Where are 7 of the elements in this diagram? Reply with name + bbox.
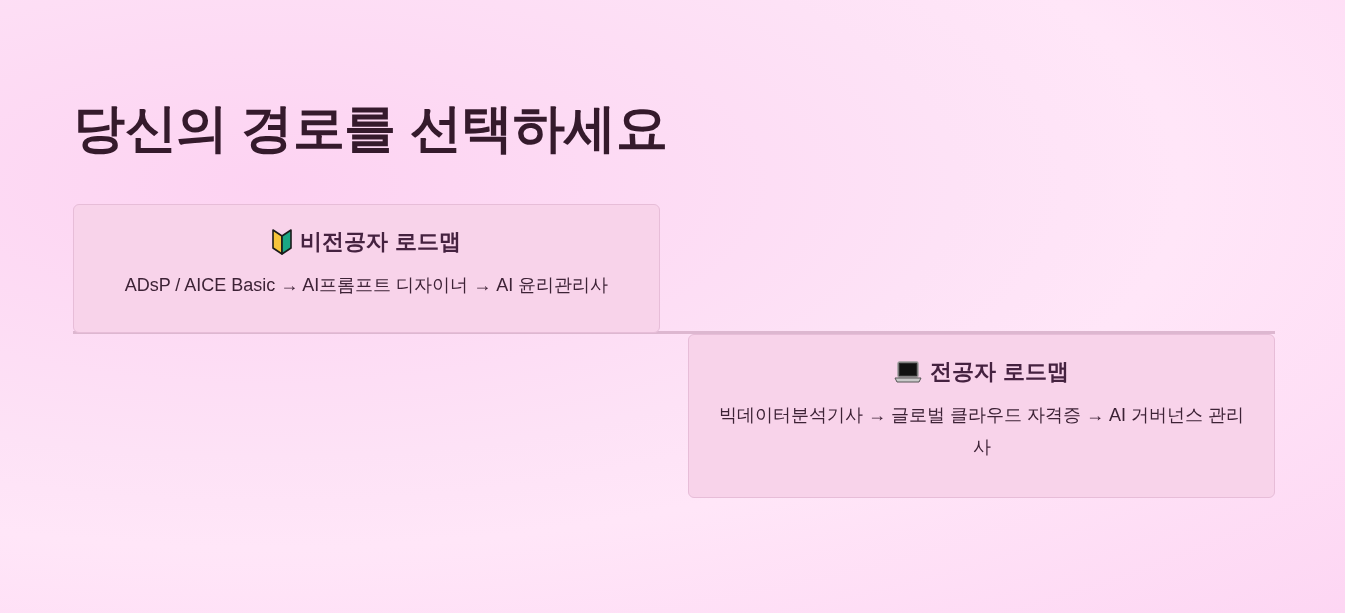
page-title: 당신의 경로를 선택하세요 bbox=[73, 98, 668, 159]
card-heading: 비전공자 로드맵 bbox=[300, 228, 461, 256]
roadmap-steps-text: ADsP / AICE Basic → AI프롬프트 디자이너 → AI 윤리관리사 bbox=[123, 274, 610, 297]
roadmap-steps-text: 빅데이터분석기사 → 글로벌 클라우드 자격증 → AI 거버넌스 관리사 bbox=[718, 404, 1245, 459]
roadmap-card bbox=[688, 334, 1275, 498]
roadmap-card bbox=[73, 204, 660, 333]
card-heading: 전공자 로드맵 bbox=[930, 358, 1069, 386]
